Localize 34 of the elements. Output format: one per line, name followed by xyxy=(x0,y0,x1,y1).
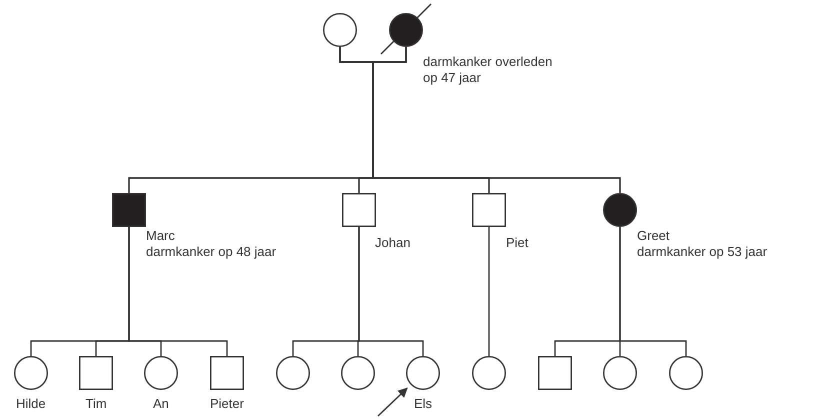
circle-symbol xyxy=(341,356,375,390)
name-label: Piet xyxy=(506,235,528,251)
circle-symbol xyxy=(144,356,178,390)
name-label: Hilde xyxy=(16,396,46,412)
circle-symbol xyxy=(14,356,48,390)
name-label: Els xyxy=(414,396,432,412)
note-text: darmkanker op 48 jaar xyxy=(146,244,276,260)
circle-symbol xyxy=(472,356,506,390)
circle-symbol xyxy=(406,356,440,390)
square-symbol xyxy=(112,193,146,227)
circle-symbol xyxy=(276,356,310,390)
square-symbol xyxy=(79,356,113,390)
square-symbol xyxy=(538,356,572,390)
name-label: Pieter xyxy=(210,396,244,412)
circle-symbol xyxy=(389,13,423,47)
circle-symbol xyxy=(603,356,637,390)
pedigree-line xyxy=(358,226,424,356)
name-label: Greet xyxy=(637,228,670,244)
name-label: Johan xyxy=(375,235,410,251)
note-text: darmkanker overleden op 47 jaar xyxy=(423,54,553,86)
circle-symbol xyxy=(323,13,357,47)
note-text: darmkanker op 53 jaar xyxy=(637,244,768,260)
square-symbol xyxy=(210,356,244,390)
name-label: An xyxy=(153,396,169,412)
circle-symbol xyxy=(603,193,637,227)
circle-symbol xyxy=(669,356,703,390)
pedigree-line xyxy=(488,226,490,356)
square-symbol xyxy=(342,193,376,227)
arrow xyxy=(378,388,408,416)
name-label: Tim xyxy=(86,396,107,412)
pedigree-line xyxy=(619,226,687,356)
square-symbol xyxy=(472,193,506,227)
pedigree-line xyxy=(128,226,228,356)
name-label: Marc xyxy=(146,228,175,244)
